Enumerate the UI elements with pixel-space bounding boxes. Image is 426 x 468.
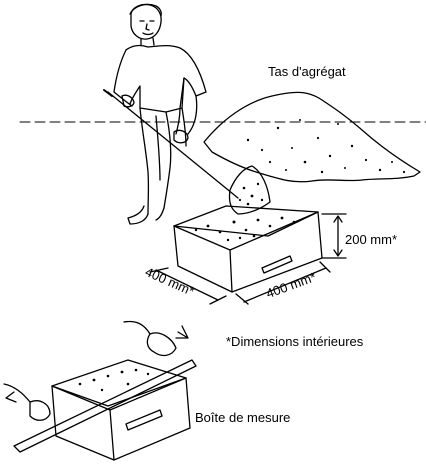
worker-figure — [113, 3, 207, 225]
dimension-height — [321, 213, 347, 259]
measuring-box-top — [173, 205, 323, 293]
dimension-width-right — [235, 261, 331, 305]
aggregate-pile — [203, 91, 421, 183]
height-dimension-label: 200 mm* — [345, 232, 398, 247]
dimension-width-left — [149, 267, 227, 305]
measuring-box-label: Boîte de mesure — [195, 410, 291, 425]
interior-dimensions-note: *Dimensions intérieures — [226, 334, 364, 349]
shovel — [103, 89, 271, 215]
aggregate-pile-label: Tas d'agrégat — [268, 64, 346, 79]
measuring-box-bottom — [3, 320, 197, 461]
